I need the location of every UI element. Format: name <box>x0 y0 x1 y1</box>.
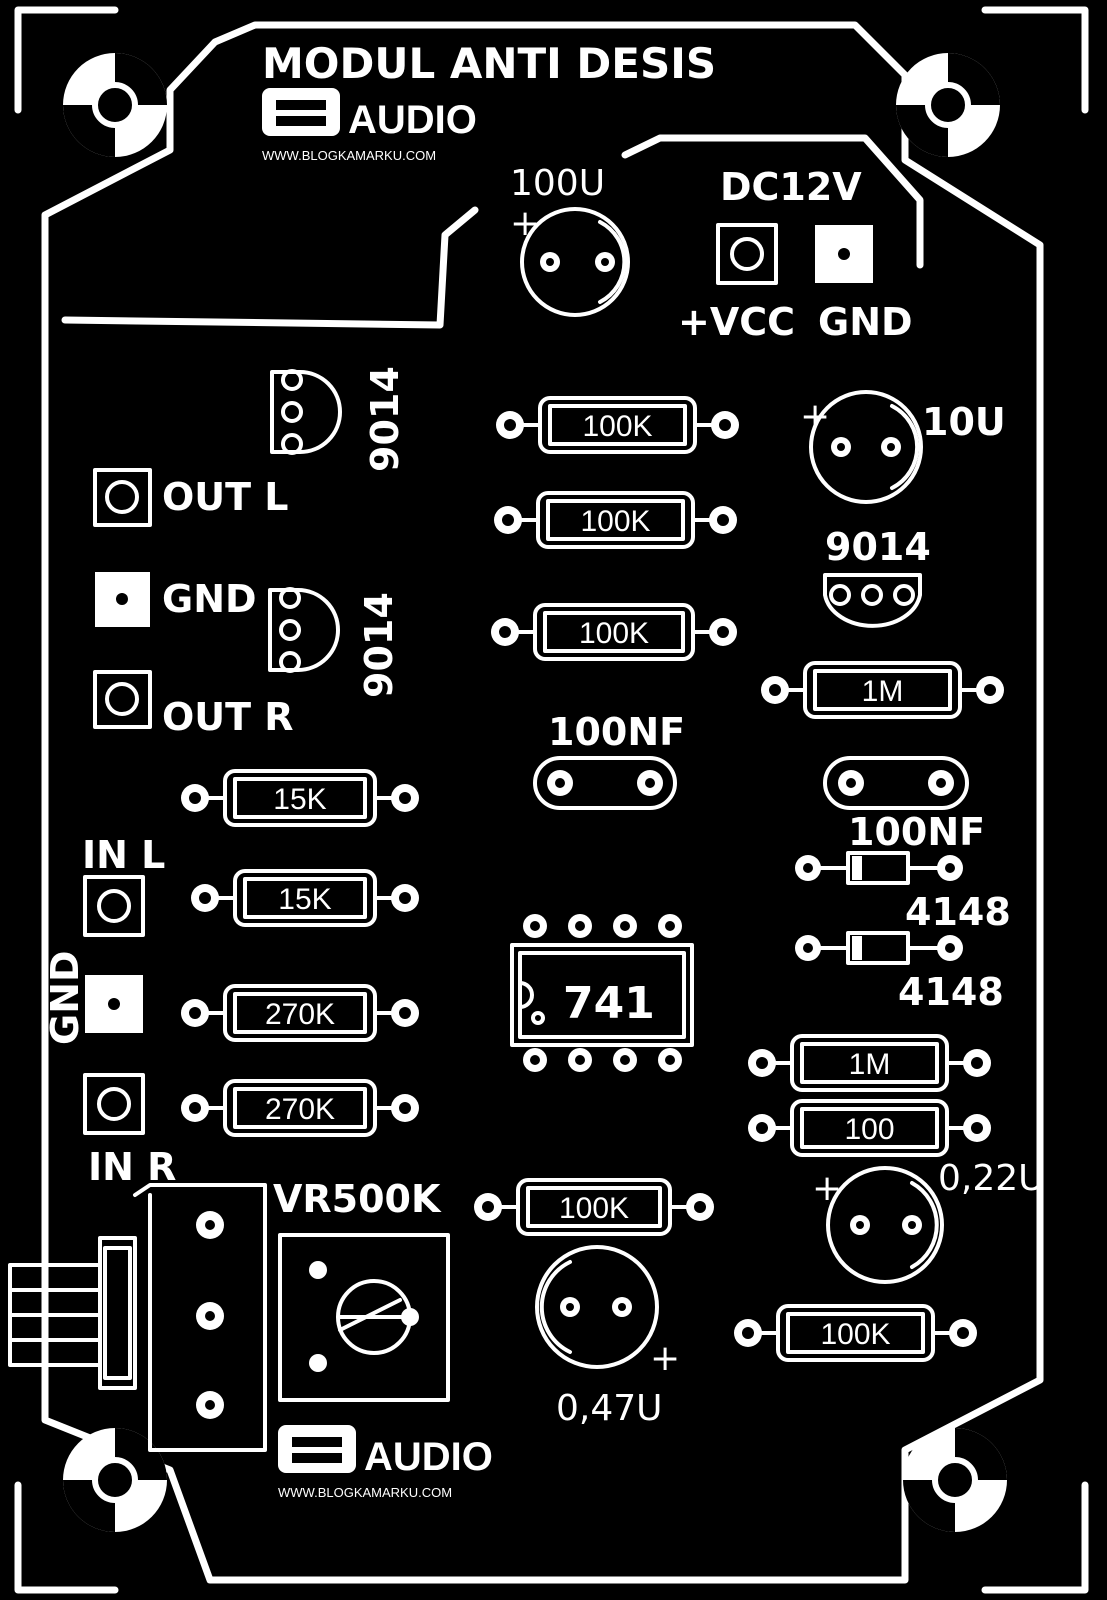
resistor-r-right-1: 1M <box>761 661 1004 719</box>
board-title: MODUL ANTI DESIS <box>262 39 716 88</box>
resistor-r-left-4: 270K <box>181 1079 419 1137</box>
mount-hole-br <box>903 1428 1007 1532</box>
corner-mark-tl <box>14 6 119 114</box>
resistor-r-center-2-label: 100K <box>580 505 650 538</box>
logo-mark-bottom <box>278 1425 356 1473</box>
resistor-r-center-1: 100K <box>496 396 739 454</box>
brand-url-bottom: WWW.BLOGKAMARKU.COM <box>278 1485 452 1500</box>
out-r-pad <box>93 670 152 729</box>
resistor-r-left-4-label: 270K <box>265 1093 335 1126</box>
in-r-pad <box>83 1073 145 1135</box>
transistor-q2-label: 9014 <box>357 592 401 698</box>
resistor-r-left-1: 15K <box>181 769 419 827</box>
in-r-label: IN R <box>88 1145 176 1189</box>
transistor-q2 <box>268 587 340 673</box>
resistor-r-left-2-label: 15K <box>278 883 331 916</box>
cap-047u-plus: + <box>650 1338 680 1379</box>
resistor-r-right-3-label: 100 <box>844 1113 894 1146</box>
gnd-power-pad <box>815 225 873 283</box>
in-l-label: IN L <box>82 833 165 877</box>
transistor-q1 <box>270 369 342 455</box>
logo-mark-top <box>262 88 340 136</box>
resistor-r-right-2: 1M <box>748 1034 991 1092</box>
transistor-q3 <box>823 573 922 628</box>
cap-022u <box>826 1166 944 1284</box>
dc12v-label: DC12V <box>720 165 862 209</box>
mount-hole-tr <box>896 53 1000 157</box>
resistor-r-right-1-label: 1M <box>862 675 904 708</box>
cap-100nf-center-label: 100NF <box>548 710 685 754</box>
trace-left <box>61 206 479 329</box>
diode-d1 <box>795 851 963 885</box>
out-gnd-pad <box>95 572 150 627</box>
resistor-group: 100K 100K 100K 15K 15K 270K 270K 100K 1M 1M 100 100… <box>181 396 1004 1362</box>
resistor-r-left-1-label: 15K <box>273 783 326 816</box>
pot-label: VR500K <box>273 1177 442 1221</box>
cap-047u <box>535 1245 659 1369</box>
brand-url-top: WWW.BLOGKAMARKU.COM <box>262 148 436 163</box>
cap-022u-label: 0,22U <box>938 1158 1045 1199</box>
resistor-r-left-2: 15K <box>191 869 419 927</box>
cap-100nf-right <box>823 756 969 810</box>
cap-100u-label: 100U <box>510 163 605 204</box>
vcc-label: +VCC <box>678 300 795 344</box>
in-gnd-pad <box>85 975 143 1033</box>
resistor-r-right-3: 100 <box>748 1099 991 1157</box>
resistor-r-bottom-center-label: 100K <box>559 1192 629 1225</box>
cap-100nf-right-label: 100NF <box>848 810 985 854</box>
corner-mark-br <box>981 1481 1089 1594</box>
brand-name-bottom: AUDIO <box>364 1435 493 1479</box>
ic-741 <box>510 914 694 1072</box>
potentiometer-footprint <box>8 1183 267 1452</box>
diode-d2 <box>795 931 963 965</box>
resistor-r-left-3-label: 270K <box>265 998 335 1031</box>
transistor-q1-label: 9014 <box>363 366 407 472</box>
ic-741-label: 741 <box>563 978 655 1029</box>
vcc-pad <box>716 223 778 285</box>
trace-top <box>621 134 924 269</box>
board-outline <box>41 21 1044 1584</box>
resistor-r-bottom-center: 100K <box>474 1178 714 1236</box>
cap-100u <box>520 207 630 317</box>
cap-10u <box>809 390 923 504</box>
in-l-pad <box>83 875 145 937</box>
resistor-r-center-1-label: 100K <box>582 410 652 443</box>
resistor-r-right-4-label: 100K <box>820 1318 890 1351</box>
resistor-r-center-3: 100K <box>491 603 737 661</box>
corner-mark-tr <box>981 6 1089 114</box>
gnd-power-label: GND <box>818 300 913 344</box>
cap-10u-label: 10U <box>922 400 1006 444</box>
cap-022u-plus: + <box>812 1168 842 1209</box>
mount-hole-tl <box>63 53 167 157</box>
resistor-r-center-3-label: 100K <box>579 617 649 650</box>
out-r-label: OUT R <box>162 695 294 739</box>
corner-mark-bl <box>14 1481 119 1594</box>
mount-hole-bl <box>63 1428 167 1532</box>
out-l-pad <box>93 468 152 527</box>
transistor-q3-label: 9014 <box>825 525 931 569</box>
in-gnd-label: GND <box>43 950 87 1045</box>
resistor-r-left-3: 270K <box>181 984 419 1042</box>
cap-100nf-center <box>533 756 677 810</box>
cap-047u-label: 0,47U <box>556 1388 663 1429</box>
diode-d1-label: 4148 <box>905 890 1011 934</box>
out-gnd-label: GND <box>162 577 257 621</box>
resistor-r-right-2-label: 1M <box>849 1048 891 1081</box>
resistor-r-center-2: 100K <box>494 491 737 549</box>
trimmer-vr500k <box>278 1233 450 1402</box>
brand-name-top: AUDIO <box>348 98 477 142</box>
diode-d2-label: 4148 <box>898 970 1004 1014</box>
cap-100u-plus: + <box>510 203 540 244</box>
resistor-r-right-4: 100K <box>734 1304 977 1362</box>
out-l-label: OUT L <box>162 475 289 519</box>
